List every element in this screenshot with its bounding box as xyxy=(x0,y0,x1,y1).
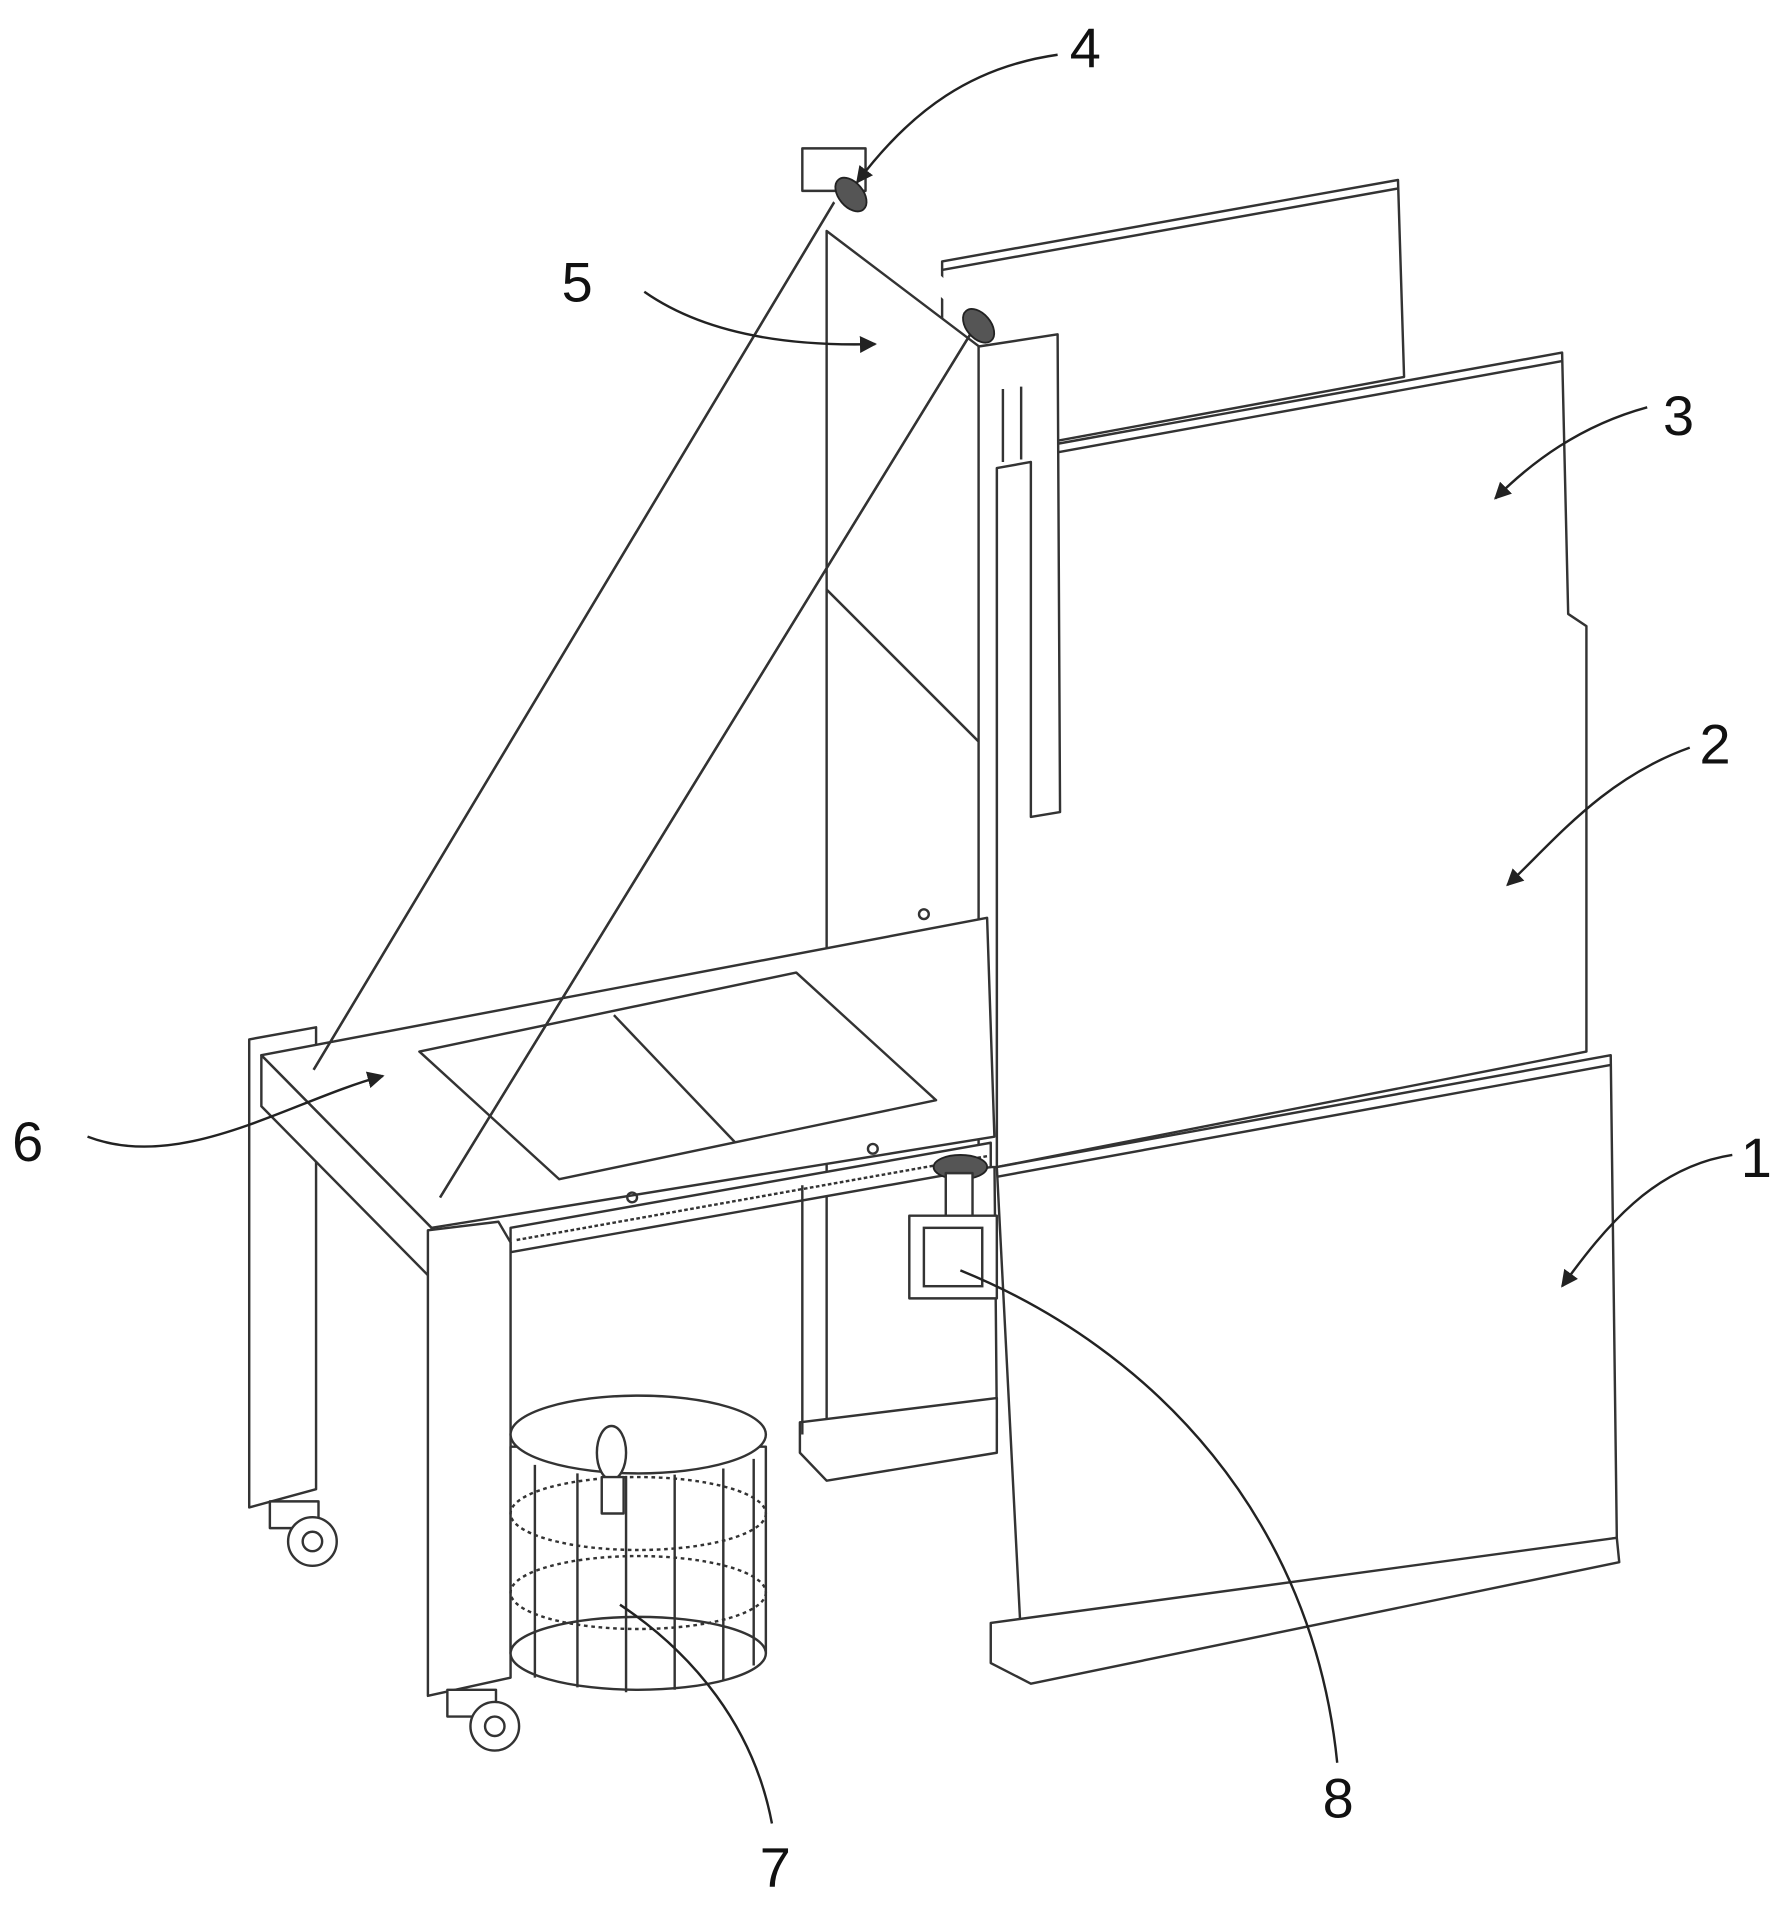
label-4: 4 xyxy=(857,16,1101,182)
label-3-text: 3 xyxy=(1663,384,1694,447)
panel-3 xyxy=(997,353,1587,1167)
label-6-text: 6 xyxy=(12,1110,43,1173)
label-5-text: 5 xyxy=(562,251,593,314)
label-4-text: 4 xyxy=(1070,16,1101,79)
label-1-text: 1 xyxy=(1741,1126,1772,1189)
basket-7 xyxy=(511,1396,766,1693)
label-2-text: 2 xyxy=(1699,712,1730,775)
label-7-text: 7 xyxy=(760,1836,791,1899)
label-8-text: 8 xyxy=(1323,1766,1354,1829)
